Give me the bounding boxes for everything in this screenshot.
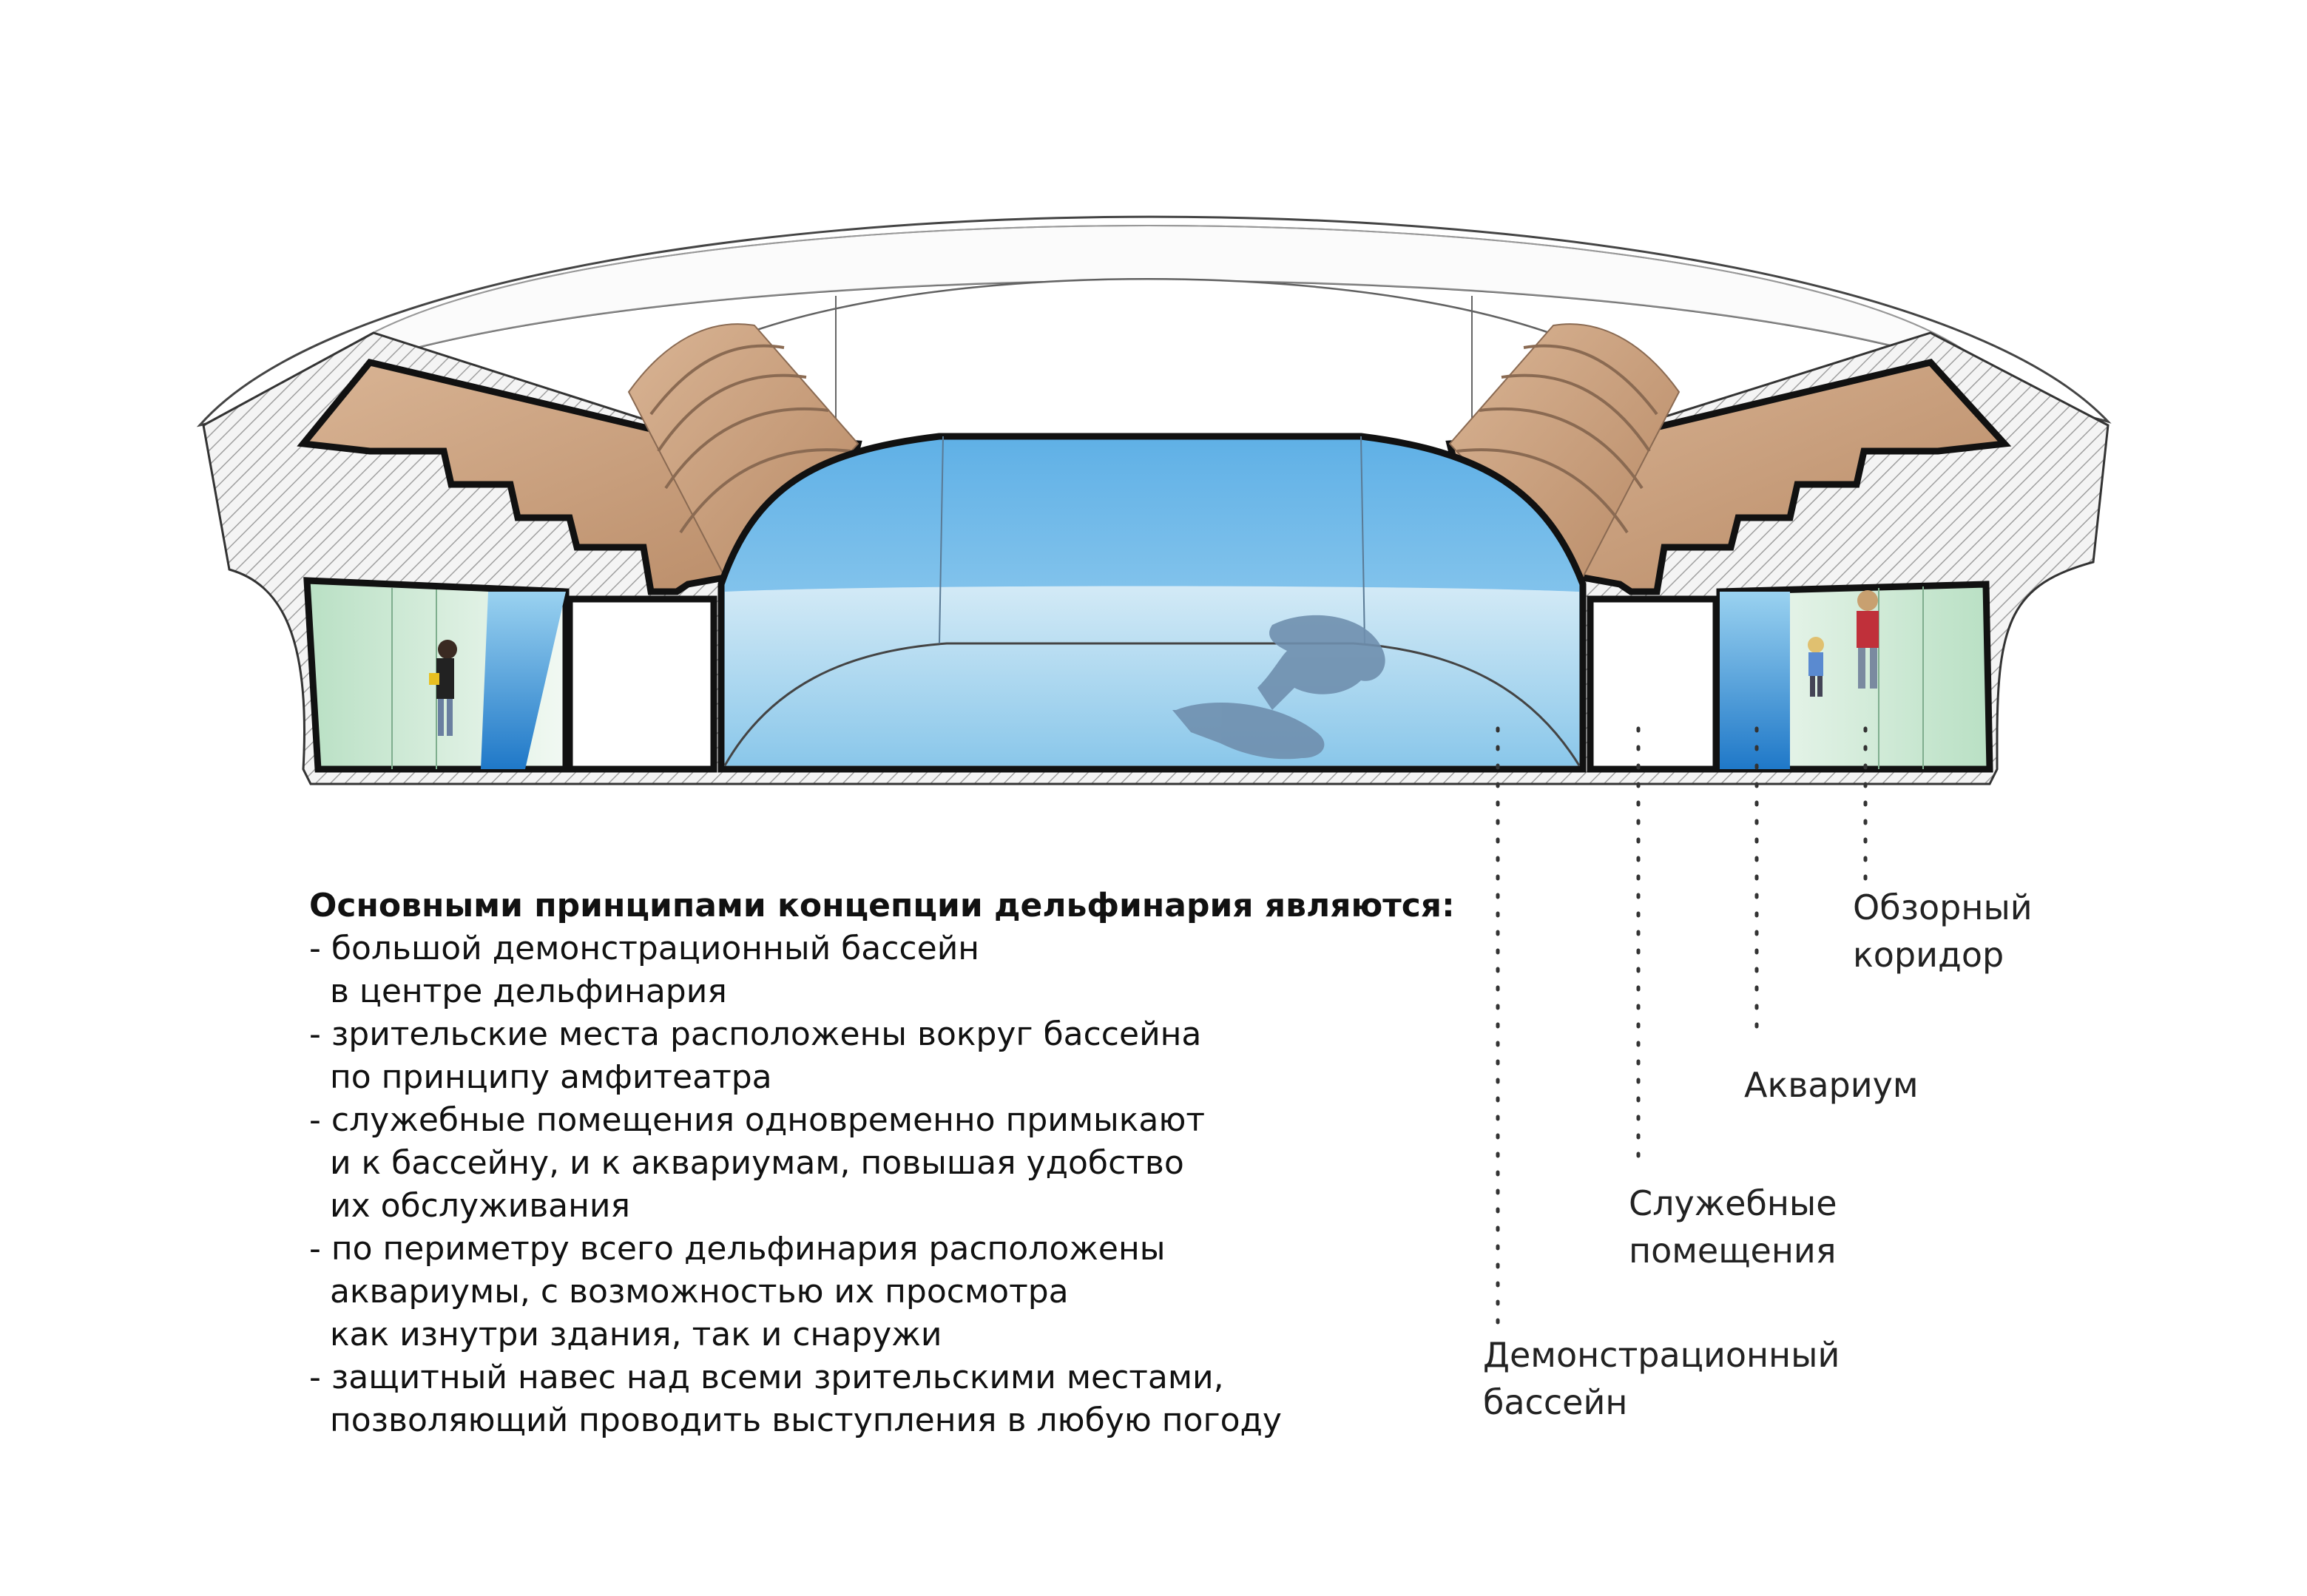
observation-corridor-right (1716, 581, 1993, 773)
concept-line: и к бассейну, и к аквариумам, повышая уд… (309, 1144, 1184, 1182)
visitor-figure-icon (429, 640, 457, 736)
label-service-rooms: Служебные помещения (1629, 1180, 1837, 1274)
concept-principles: Основными принципами концепции дельфинар… (309, 885, 1567, 1442)
concept-line: - защитный навес над всеми зрительскими … (309, 1359, 1224, 1396)
concept-line: их обслуживания (309, 1187, 630, 1225)
concept-line: - большой демонстрационный бассейн (309, 930, 980, 967)
concept-heading: Основными принципами концепции дельфинар… (309, 887, 1455, 924)
concept-line: аквариумы, с возможностью их просмотра (309, 1273, 1069, 1311)
concept-line: - служебные помещения одновременно примы… (309, 1101, 1206, 1139)
concept-line: - по периметру всего дельфинария располо… (309, 1230, 1166, 1268)
observation-corridor-left (303, 577, 570, 773)
concept-line: - зрительские места расположены вокруг б… (309, 1015, 1202, 1053)
concept-line: в центре дельфинария (309, 973, 727, 1010)
leader-lines (1496, 726, 1868, 1333)
label-aquarium: Аквариум (1744, 1061, 1919, 1109)
label-observation-corridor: Обзорный коридор (1853, 884, 2033, 978)
service-room-left (566, 595, 717, 773)
label-service-rooms-line: помещения (1629, 1231, 1837, 1271)
label-demo-pool: Демонстрационный бассейн (1483, 1331, 1840, 1426)
concept-line: как изнутри здания, так и снаружи (309, 1316, 942, 1353)
label-demo-pool-line: бассейн (1483, 1382, 1628, 1422)
demo-pool (717, 433, 1587, 773)
label-service-rooms-line: Служебные (1629, 1183, 1837, 1223)
dolphin-icon (1172, 615, 1385, 760)
concept-line: позволяющий проводить выступления в любу… (309, 1401, 1282, 1439)
label-demo-pool-line: Демонстрационный (1483, 1335, 1840, 1375)
concept-line: по принципу амфитеатра (309, 1058, 772, 1096)
label-observation-corridor-line: Обзорный (1853, 887, 2033, 927)
label-aquarium-line: Аквариум (1744, 1065, 1919, 1105)
visitor-figure-icon (1808, 590, 1879, 697)
service-room-right (1587, 595, 1720, 773)
label-observation-corridor-line: коридор (1853, 935, 2004, 975)
